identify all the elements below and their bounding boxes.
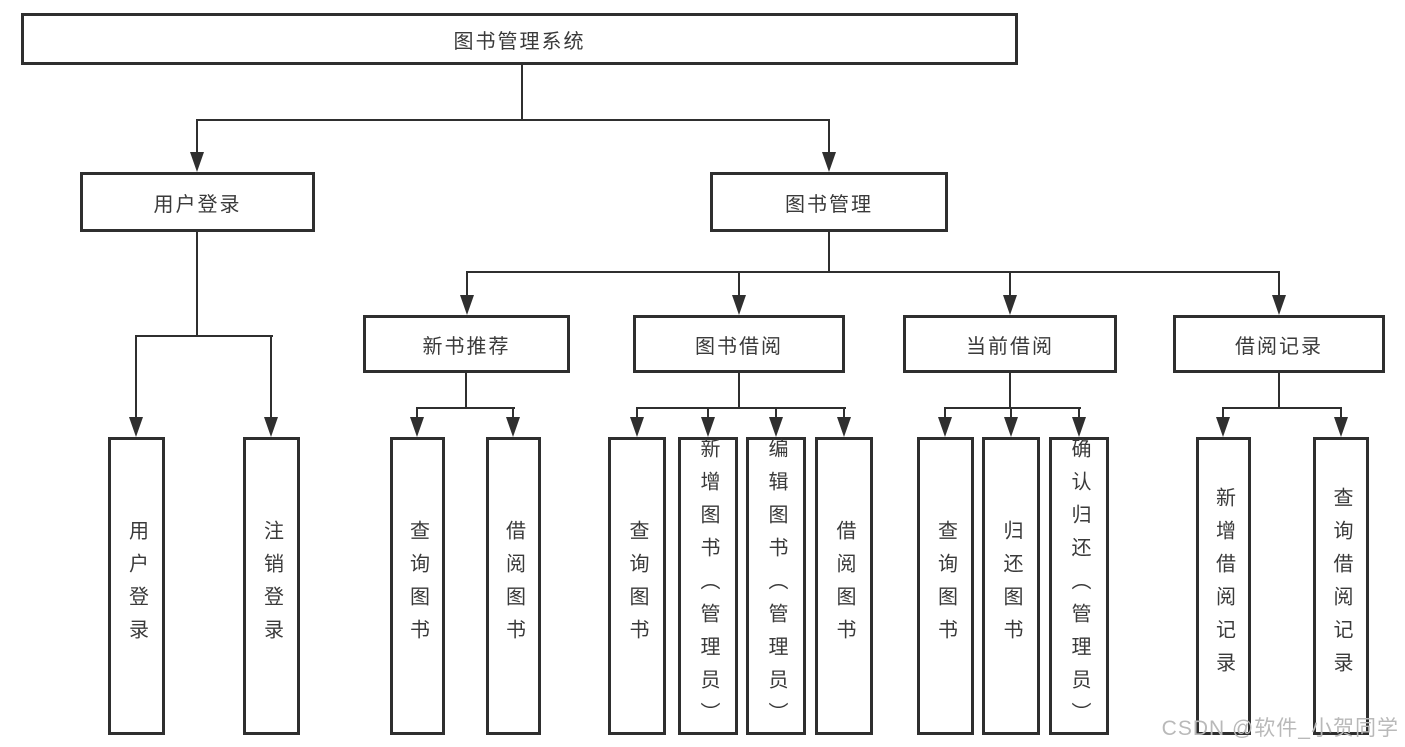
node-label: 查询图书: [406, 520, 429, 652]
connector-drop: [944, 407, 946, 417]
node-label: 新书推荐: [422, 335, 511, 358]
leaf-add-borrow-record: 新增借阅记录: [1196, 437, 1251, 735]
node-label: 用户登录: [125, 520, 148, 652]
arrowhead: [822, 152, 836, 172]
node-label: 借阅记录: [1235, 335, 1323, 358]
connector-drop: [828, 119, 830, 152]
connector-drop: [466, 271, 468, 295]
leaf-borrow-books-borrow: 借阅图书: [815, 437, 873, 735]
connector-hbar: [416, 407, 515, 409]
leaf-query-books-borrow: 查询图书: [608, 437, 666, 735]
arrowhead: [769, 417, 783, 437]
arrowhead: [630, 417, 644, 437]
arrowhead: [129, 417, 143, 437]
connector-drop: [416, 407, 418, 417]
arrowhead: [732, 295, 746, 315]
connector-drop: [512, 407, 514, 417]
connector-drop: [196, 119, 198, 152]
leaf-edit-book-admin: 编辑图书（管理员）: [746, 437, 806, 735]
node-label: 查询图书: [626, 520, 648, 652]
connector-drop: [738, 271, 740, 295]
connector-drop: [1340, 407, 1342, 417]
connector-drop: [1278, 271, 1280, 295]
connector-drop: [135, 335, 137, 417]
node-current-borrow: 当前借阅: [903, 315, 1117, 373]
connector-drop: [775, 407, 777, 417]
arrowhead: [410, 417, 424, 437]
connector-stem: [465, 373, 467, 408]
node-borrow-records: 借阅记录: [1173, 315, 1385, 373]
connector-stem: [1009, 373, 1011, 408]
node-label: 借阅图书: [833, 520, 855, 652]
arrowhead: [837, 417, 851, 437]
connector-user-login-hbar: [135, 335, 273, 337]
node-user-login: 用户登录: [80, 172, 315, 232]
arrowhead: [1003, 295, 1017, 315]
node-label: 借阅图书: [502, 520, 525, 652]
node-label: 注销登录: [260, 520, 283, 652]
leaf-borrow-books-recommend: 借阅图书: [486, 437, 541, 735]
node-label: 用户登录: [153, 193, 242, 216]
arrowhead: [1272, 295, 1286, 315]
connector-book-mgmt-hbar: [466, 271, 1280, 273]
node-new-book-recommend: 新书推荐: [363, 315, 570, 373]
connector-drop: [843, 407, 845, 417]
arrowhead: [1216, 417, 1230, 437]
node-label: 图书管理: [785, 193, 873, 216]
node-label: 编辑图书（管理员）: [765, 437, 787, 735]
arrowhead: [506, 417, 520, 437]
connector-drop: [707, 407, 709, 417]
csdn-watermark: CSDN @软件_小贺同学: [1161, 717, 1399, 740]
connector-user-login-stem: [196, 232, 198, 337]
node-label: 查询图书: [934, 520, 957, 652]
node-label: 新增借阅记录: [1212, 487, 1235, 685]
node-label: 图书借阅: [695, 335, 783, 358]
arrowhead: [1072, 417, 1086, 437]
leaf-query-borrow-record: 查询借阅记录: [1313, 437, 1369, 735]
connector-hbar: [636, 407, 846, 409]
leaf-query-books-recommend: 查询图书: [390, 437, 445, 735]
connector-drop: [1009, 271, 1011, 295]
connector-stem: [1278, 373, 1280, 408]
connector-stem: [738, 373, 740, 408]
node-label: 新增图书（管理员）: [697, 437, 719, 735]
node-label: 确认归还（管理员）: [1068, 437, 1090, 735]
node-book-borrow: 图书借阅: [633, 315, 845, 373]
arrowhead: [701, 417, 715, 437]
connector-hbar: [944, 407, 1081, 409]
connector-drop: [1078, 407, 1080, 417]
connector-drop: [636, 407, 638, 417]
node-label: 归还图书: [1000, 520, 1022, 652]
connector-drop: [1222, 407, 1224, 417]
leaf-query-books-current: 查询图书: [917, 437, 974, 735]
arrowhead: [190, 152, 204, 172]
connector-drop: [1010, 407, 1012, 417]
connector-root-stem: [521, 65, 523, 120]
arrowhead: [460, 295, 474, 315]
node-book-management: 图书管理: [710, 172, 948, 232]
node-label: 查询借阅记录: [1330, 487, 1352, 685]
leaf-logout: 注销登录: [243, 437, 300, 735]
leaf-confirm-return-admin: 确认归还（管理员）: [1049, 437, 1109, 735]
connector-hbar: [1222, 407, 1342, 409]
arrowhead: [938, 417, 952, 437]
arrowhead: [264, 417, 278, 437]
leaf-return-book: 归还图书: [982, 437, 1040, 735]
node-label: 图书管理系统: [453, 30, 586, 53]
leaf-user-login: 用户登录: [108, 437, 165, 735]
leaf-add-book-admin: 新增图书（管理员）: [678, 437, 738, 735]
arrowhead: [1004, 417, 1018, 437]
connector-book-mgmt-stem: [828, 232, 830, 272]
node-book-management-system: 图书管理系统: [21, 13, 1018, 65]
connector-drop: [270, 335, 272, 417]
node-label: 当前借阅: [966, 335, 1054, 358]
connector-root-hbar: [196, 119, 830, 121]
arrowhead: [1334, 417, 1348, 437]
